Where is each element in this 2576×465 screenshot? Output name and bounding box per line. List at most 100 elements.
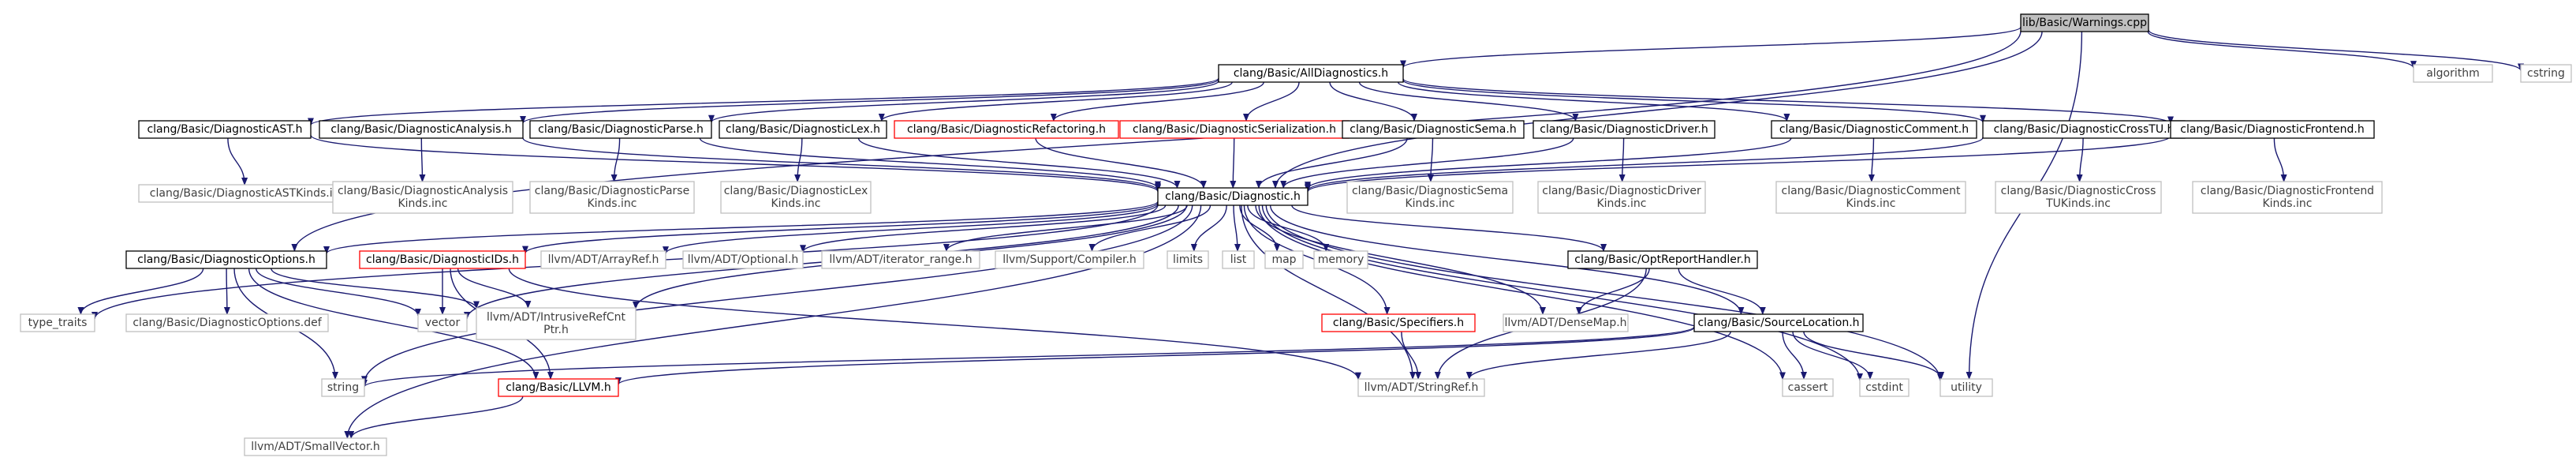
node-label: llvm/ADT/Optional.h <box>688 253 799 266</box>
node-label: memory <box>1318 253 1365 266</box>
edge-diagnostic-to-cstdint <box>1261 204 1863 381</box>
node-label: clang/Basic/DiagnosticDriver <box>1542 185 1701 197</box>
node-label: clang/Basic/DiagnosticOptions.h <box>137 253 315 266</box>
node-label: string <box>327 381 359 394</box>
node-memory: memory <box>1313 250 1368 269</box>
node-diagParse[interactable]: clang/Basic/DiagnosticParse.h <box>529 120 712 139</box>
edge-diagnostic-to-optional <box>800 204 1167 253</box>
edge-diagComment-to-diagnostic <box>1305 137 1792 190</box>
node-utility: utility <box>1939 378 1993 397</box>
node-label: clang/Basic/SourceLocation.h <box>1697 317 1859 329</box>
node-diagSema[interactable]: clang/Basic/DiagnosticSema.h <box>1342 120 1525 139</box>
edge-diagnostic-to-compiler <box>1088 204 1211 252</box>
node-compiler: llvm/Support/Compiler.h <box>995 250 1144 269</box>
edge-diagnostic-to-smallVector <box>344 204 1202 439</box>
node-label: llvm/ADT/StringRef.h <box>1365 381 1479 394</box>
node-label: clang/Basic/AllDiagnostics.h <box>1234 67 1388 80</box>
node-diagCrossTU[interactable]: clang/Basic/DiagnosticCrossTU.h <box>1982 120 2186 139</box>
edge-llvmH-to-smallVector <box>348 396 524 439</box>
node-label: llvm/ADT/iterator_range.h <box>829 253 972 266</box>
node-label: cstdint <box>1865 381 1903 394</box>
node-iterRange: llvm/ADT/iterator_range.h <box>821 250 980 269</box>
node-optReport[interactable]: clang/Basic/OptReportHandler.h <box>1567 250 1758 269</box>
edge-diagAnalysis-to-analysisKinds <box>419 137 426 182</box>
node-label: type_traits <box>28 317 88 329</box>
node-box <box>1995 181 2162 214</box>
edge-diagSerialization-to-diagnostic <box>1230 137 1237 189</box>
node-warnings[interactable]: lib/Basic/Warnings.cpp <box>2020 13 2149 32</box>
node-denseMap: llvm/ADT/DenseMap.h <box>1503 313 1629 332</box>
edge-diagnostic-to-limits <box>1190 204 1227 252</box>
node-alldiag[interactable]: clang/Basic/AllDiagnostics.h <box>1218 64 1404 83</box>
node-box <box>1313 250 1368 269</box>
node-label: limits <box>1173 253 1203 266</box>
node-diagAST[interactable]: clang/Basic/DiagnosticAST.h <box>138 120 312 139</box>
node-label: clang/Basic/DiagnosticSema.h <box>1350 123 1516 136</box>
edge-warnings-to-diagnostic <box>1272 31 2043 189</box>
node-vector: vector <box>417 313 468 332</box>
node-label: clang/Basic/Specifiers.h <box>1333 317 1464 329</box>
edges-layer <box>77 26 2524 439</box>
node-box <box>682 250 804 269</box>
edge-warnings-to-diagOptions <box>291 31 2022 252</box>
edge-diagDriver-to-diagnostic <box>1280 137 1574 189</box>
node-diagOptions[interactable]: clang/Basic/DiagnosticOptions.h <box>125 250 327 269</box>
node-box <box>719 120 887 139</box>
node-box <box>1939 378 1993 397</box>
node-label: clang/Basic/OptReportHandler.h <box>1574 253 1750 266</box>
node-diagIDs[interactable]: clang/Basic/DiagnosticIDs.h <box>359 250 526 269</box>
node-label: Kinds.inc <box>771 197 820 210</box>
edge-diagOptions-to-vector <box>256 268 421 317</box>
node-label: clang/Basic/DiagnosticAST.h <box>147 123 302 136</box>
edge-alldiag-to-diagRefactoring <box>1050 81 1264 122</box>
node-diagRefactoring[interactable]: clang/Basic/DiagnosticRefactoring.h <box>894 120 1119 139</box>
edge-sourceLoc-to-cassert <box>1782 331 1807 380</box>
edge-alldiag-to-diagCrossTU <box>1402 79 1986 123</box>
edge-alldiag-to-diagFrontend <box>1402 78 2174 125</box>
node-label: clang/Basic/DiagnosticSerialization.h <box>1133 123 1336 136</box>
node-box <box>1533 120 1715 139</box>
node-box <box>1782 378 1834 397</box>
edge-diagnostic-to-iterRange <box>943 204 1188 252</box>
node-label: clang/Basic/Diagnostic.h <box>1165 190 1301 203</box>
node-box <box>1222 250 1255 269</box>
edge-diagIDs-to-intrusiveRef <box>457 268 532 309</box>
edge-diagnostic-to-diagOptions <box>323 201 1159 254</box>
node-diagLex[interactable]: clang/Basic/DiagnosticLex.h <box>719 120 887 139</box>
node-box <box>1503 313 1629 332</box>
node-box <box>529 120 712 139</box>
node-box <box>821 250 980 269</box>
node-label: clang/Basic/DiagnosticFrontend.h <box>2180 123 2364 136</box>
node-label: clang/Basic/DiagnosticSema <box>1352 185 1508 197</box>
node-box <box>1342 120 1525 139</box>
node-label: clang/Basic/LLVM.h <box>506 381 610 394</box>
node-label: Kinds.inc <box>398 197 447 210</box>
node-diagnostic[interactable]: clang/Basic/Diagnostic.h <box>1157 187 1309 206</box>
node-label: clang/Basic/DiagnosticCrossTU.h <box>1994 123 2175 136</box>
edge-diagRefactoring-to-diagnostic <box>1035 137 1207 189</box>
node-sourceLoc[interactable]: clang/Basic/SourceLocation.h <box>1693 313 1864 332</box>
node-label: algorithm <box>2426 67 2480 80</box>
node-diagFrontend[interactable]: clang/Basic/DiagnosticFrontend.h <box>2170 120 2375 139</box>
edge-diagOptions-to-intrusiveRef <box>271 268 480 309</box>
node-box <box>2192 181 2383 214</box>
edge-sourceLoc-to-utility <box>1803 331 1945 380</box>
edge-diagLex-to-diagnostic <box>857 137 1181 189</box>
node-diagDriver[interactable]: clang/Basic/DiagnosticDriver.h <box>1533 120 1715 139</box>
edge-alldiag-to-diagSerialization <box>1243 81 1300 122</box>
node-box <box>540 250 666 269</box>
node-box <box>359 250 526 269</box>
node-box <box>244 437 387 456</box>
node-label: cassert <box>1788 381 1828 394</box>
node-llvmH[interactable]: clang/Basic/LLVM.h <box>498 378 619 397</box>
node-specifiers[interactable]: clang/Basic/Specifiers.h <box>1321 313 1476 332</box>
node-string: string <box>321 378 365 397</box>
node-diagComment[interactable]: clang/Basic/DiagnosticComment.h <box>1771 120 1977 139</box>
edge-warnings-to-cstring <box>2148 29 2524 72</box>
node-diagSerialization[interactable]: clang/Basic/DiagnosticSerialization.h <box>1119 120 1350 139</box>
node-box <box>1537 181 1706 214</box>
node-diagAnalysis[interactable]: clang/Basic/DiagnosticAnalysis.h <box>319 120 524 139</box>
node-label: clang/Basic/DiagnosticComment.h <box>1779 123 1969 136</box>
